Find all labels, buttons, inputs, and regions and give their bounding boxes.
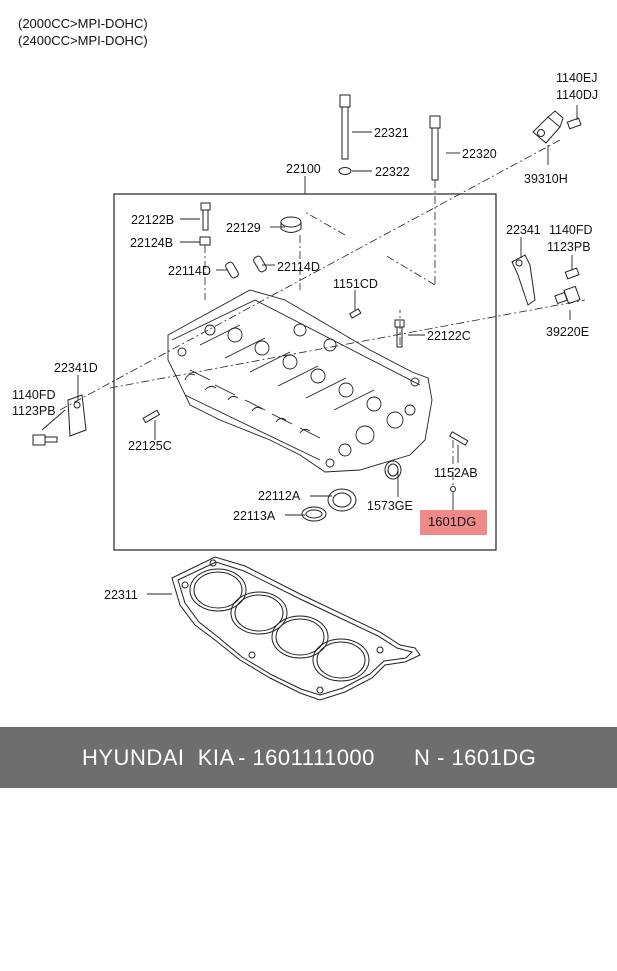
sensor-39310H bbox=[532, 110, 564, 144]
bracket-22341 bbox=[511, 254, 536, 306]
label-22311: 22311 bbox=[104, 588, 138, 602]
seal-22112A bbox=[327, 488, 357, 512]
highlight-1601DG bbox=[420, 510, 487, 535]
label-22322: 22322 bbox=[375, 165, 410, 179]
center-lines bbox=[59, 139, 586, 485]
label-22321: 22321 bbox=[374, 126, 409, 140]
label-22129: 22129 bbox=[226, 221, 261, 235]
footer-bar: HYUNDAI KIA - 1601111000 N - 1601DG bbox=[0, 727, 617, 788]
label-39220E: 39220E bbox=[546, 325, 590, 339]
cap-22129 bbox=[280, 216, 302, 233]
label-1573GE: 1573GE bbox=[367, 499, 413, 513]
washer-22322 bbox=[338, 167, 352, 175]
engine-note-2000cc: (2000CC>MPI-DOHC) bbox=[18, 16, 148, 31]
label-1140FD-left: 1140FD bbox=[12, 388, 56, 402]
cylinder-head-22100 bbox=[167, 289, 433, 473]
label-22341: 22341 bbox=[506, 223, 541, 237]
bracket-22341D bbox=[67, 394, 87, 437]
label-22112A: 22112A bbox=[258, 489, 301, 503]
ring-1573GE bbox=[384, 460, 402, 480]
footer-part-number: - 1601111000 bbox=[238, 745, 375, 770]
bolt-22122B bbox=[200, 202, 211, 231]
label-1601DG: 1601DG bbox=[428, 514, 477, 529]
ring-22113A bbox=[301, 506, 327, 522]
pins-22114D bbox=[225, 255, 267, 279]
label-22100: 22100 bbox=[286, 162, 321, 176]
label-22113A: 22113A bbox=[233, 509, 276, 523]
pin-1152AB bbox=[449, 431, 469, 446]
bolt-1140FD-left bbox=[32, 434, 58, 446]
pin-1151CD bbox=[348, 308, 362, 319]
leader-lines bbox=[41, 105, 578, 595]
bolt-1140FD-right bbox=[564, 267, 580, 280]
seal-22124B bbox=[199, 236, 211, 246]
label-1151CD: 1151CD bbox=[333, 277, 378, 291]
label-22122B: 22122B bbox=[131, 213, 175, 227]
engine-note-2400cc: (2400CC>MPI-DOHC) bbox=[18, 33, 148, 48]
label-1140FD-right: 1140FD bbox=[549, 223, 593, 237]
label-22125C: 22125C bbox=[128, 439, 172, 453]
bolt-22122C bbox=[394, 319, 405, 348]
label-1140EJ: 1140EJ bbox=[556, 71, 598, 85]
label-1140DJ: 1140DJ bbox=[556, 88, 599, 102]
label-1152AB: 1152AB bbox=[434, 466, 478, 480]
footer-ref: N - 1601DG bbox=[414, 745, 537, 770]
label-39310H: 39310H bbox=[524, 172, 568, 186]
bolt-1140EJ bbox=[566, 117, 582, 130]
label-1123PB-left: 1123PB bbox=[12, 404, 56, 418]
pin-22125C bbox=[142, 409, 161, 424]
footer-brand: HYUNDAI KIA bbox=[82, 745, 235, 770]
label-22124B: 22124B bbox=[130, 236, 174, 250]
label-22341D: 22341D bbox=[54, 361, 98, 375]
bolt-22320 bbox=[429, 115, 441, 181]
exploded-parts-drawing bbox=[32, 94, 586, 701]
label-22114D-left: 22114D bbox=[168, 264, 211, 278]
label-22114D-right: 22114D bbox=[277, 260, 320, 274]
label-22122C: 22122C bbox=[427, 329, 471, 343]
sensor-39220E bbox=[554, 285, 581, 305]
bolt-22321 bbox=[339, 94, 351, 160]
label-1123PB-right: 1123PB bbox=[547, 240, 591, 254]
label-22320: 22320 bbox=[462, 147, 497, 161]
head-gasket-22311 bbox=[171, 556, 421, 701]
pin-1601DG bbox=[450, 486, 456, 492]
